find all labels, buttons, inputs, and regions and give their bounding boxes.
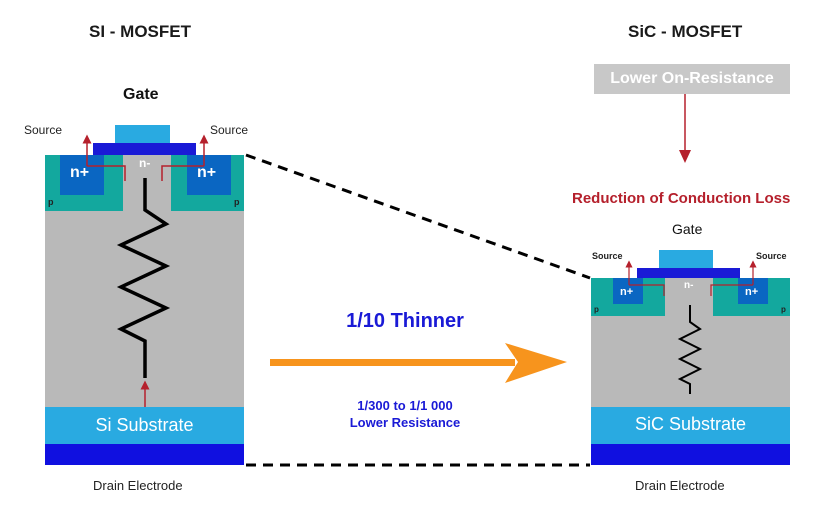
sic-resistor — [677, 305, 703, 394]
reduction-label: Reduction of Conduction Loss — [572, 190, 791, 207]
si-gate-electrode — [115, 125, 170, 143]
si-source-left-label: Source — [24, 123, 63, 137]
resistance-line-2: Lower Resistance — [349, 415, 461, 430]
sic-n-plus-left-label: n+ — [620, 286, 634, 298]
sic-n-minus-label: n- — [684, 280, 694, 291]
si-p-left-label: p — [48, 197, 54, 207]
sic-n-plus-right-label: n+ — [745, 286, 759, 298]
si-n-plus-left-label: n+ — [70, 164, 90, 181]
si-n-minus-label: n- — [139, 156, 151, 170]
thinner-label: 1/10 Thinner — [346, 310, 464, 332]
si-n-plus-right-region — [187, 155, 231, 195]
si-mosfet-title: SI - MOSFET — [89, 22, 191, 41]
sic-gate-label: Gate — [672, 221, 703, 237]
sic-source-left-label: Source — [592, 251, 623, 261]
si-resistor — [116, 178, 171, 378]
si-drain-label: Drain Electrode — [93, 478, 183, 493]
sic-mosfet-structure — [591, 250, 790, 465]
si-p-right-label: p — [234, 197, 240, 207]
resistance-line-1: 1/300 to 1/1 000 — [357, 398, 453, 413]
sic-drain-label: Drain Electrode — [635, 478, 725, 493]
top-dashed-line — [245, 153, 591, 280]
si-substrate — [45, 407, 244, 444]
si-gate-oxide — [93, 143, 196, 155]
sic-channel-right — [710, 284, 753, 296]
si-substrate-label: Si Substrate — [95, 415, 194, 435]
sic-substrate-label: SiC Substrate — [634, 414, 747, 434]
sic-gate-oxide — [637, 268, 740, 278]
si-channel-right — [161, 165, 204, 181]
thinner-arrow — [270, 343, 567, 383]
sic-source-right-label: Source — [756, 251, 787, 261]
sic-drain-electrode — [591, 444, 790, 465]
si-mosfet-structure — [45, 125, 244, 465]
sic-channel-left — [629, 284, 665, 296]
sic-substrate — [591, 407, 790, 444]
sic-p-right-label: p — [781, 305, 786, 314]
sic-p-left-label: p — [594, 305, 599, 314]
si-n-plus-right-label: n+ — [197, 164, 217, 181]
callout-arrow — [679, 94, 691, 163]
si-channel-left — [87, 165, 126, 181]
lower-on-resistance-callout: Lower On-Resistance — [594, 64, 790, 94]
si-source-right-label: Source — [210, 123, 249, 137]
sic-mosfet-title: SiC - MOSFET — [628, 22, 743, 41]
si-gate-label: Gate — [123, 86, 159, 103]
si-drain-electrode — [45, 444, 244, 465]
sic-n-plus-left-region — [613, 278, 643, 304]
si-n-plus-left-region — [60, 155, 104, 195]
sic-gate-electrode — [659, 250, 713, 268]
